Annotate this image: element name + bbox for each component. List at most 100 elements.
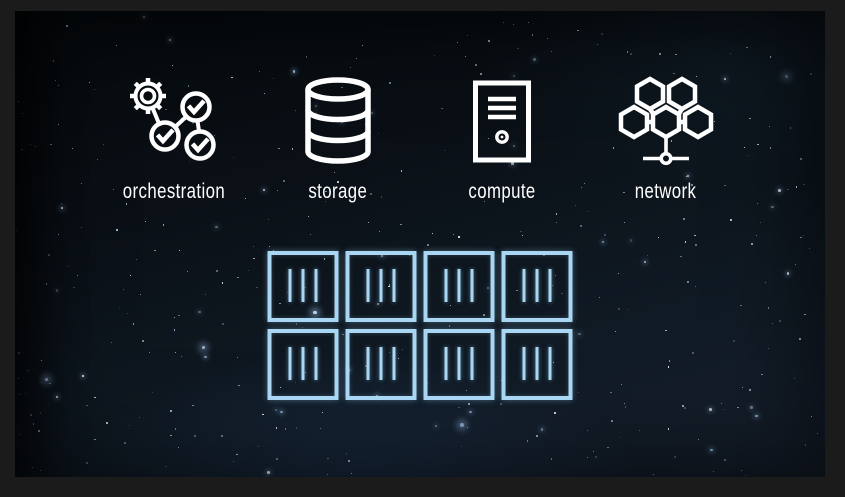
star (668, 360, 670, 362)
star (135, 258, 137, 260)
container-cell (423, 251, 495, 322)
star (643, 260, 646, 263)
star (55, 79, 57, 81)
star (757, 203, 759, 205)
star (389, 82, 392, 85)
star (304, 372, 306, 374)
star (611, 420, 613, 423)
container-bar (548, 269, 552, 302)
star (784, 75, 788, 79)
star (29, 143, 32, 146)
star (679, 255, 682, 258)
star (45, 378, 49, 382)
star (168, 38, 172, 42)
star (380, 196, 383, 198)
star (627, 309, 629, 311)
star (231, 76, 233, 79)
star (730, 219, 732, 221)
star (22, 112, 24, 115)
star (325, 190, 327, 193)
star (469, 410, 472, 414)
star (577, 30, 579, 32)
star (245, 197, 247, 199)
star (647, 254, 648, 256)
star (684, 240, 687, 243)
star (81, 374, 84, 377)
star (750, 242, 753, 245)
star (275, 409, 278, 412)
star (604, 234, 606, 236)
star (583, 182, 586, 185)
star (132, 323, 134, 325)
container-bar (522, 269, 526, 302)
star (512, 144, 516, 148)
star (213, 135, 215, 137)
star (115, 45, 118, 47)
star (154, 249, 156, 252)
star (546, 37, 548, 39)
star (440, 382, 442, 384)
star (18, 394, 20, 396)
star (486, 286, 490, 290)
star (484, 200, 486, 202)
star (724, 459, 727, 462)
container-bar (366, 347, 370, 380)
star (543, 254, 546, 257)
star (808, 247, 810, 249)
star (204, 355, 207, 359)
star (618, 307, 621, 310)
star (457, 42, 459, 44)
star (811, 416, 813, 418)
star (804, 444, 807, 446)
star (173, 316, 175, 318)
star (118, 307, 121, 310)
star (578, 332, 581, 335)
star (682, 218, 685, 221)
star (94, 438, 96, 440)
container-cell (345, 329, 417, 400)
star (324, 201, 326, 203)
star (517, 47, 519, 50)
star (60, 203, 62, 205)
star (460, 445, 463, 448)
star (729, 53, 731, 55)
star (749, 389, 751, 391)
star (789, 127, 792, 129)
star (187, 270, 189, 273)
star (767, 347, 769, 349)
star (684, 407, 686, 409)
star (257, 446, 259, 447)
star (464, 55, 466, 57)
star (55, 395, 58, 398)
star (741, 386, 744, 388)
star (277, 147, 280, 150)
star (40, 469, 42, 471)
star (378, 230, 380, 232)
star (714, 121, 716, 123)
star (555, 222, 557, 224)
star (94, 396, 96, 399)
star (252, 246, 254, 248)
star (389, 284, 391, 286)
star (536, 435, 539, 437)
star (620, 384, 622, 386)
star (755, 414, 758, 418)
star (401, 170, 403, 172)
star (757, 143, 759, 146)
star (17, 377, 20, 380)
star (380, 255, 383, 258)
star (552, 361, 554, 363)
star (194, 435, 196, 437)
star (623, 191, 625, 194)
star (460, 422, 465, 427)
container-bar (288, 347, 292, 380)
star (551, 284, 553, 286)
star (596, 44, 598, 45)
container-cell (501, 251, 573, 322)
star (67, 265, 69, 267)
star (18, 352, 20, 354)
star (409, 255, 411, 257)
star (746, 46, 748, 48)
star (694, 234, 696, 237)
star (221, 323, 224, 326)
